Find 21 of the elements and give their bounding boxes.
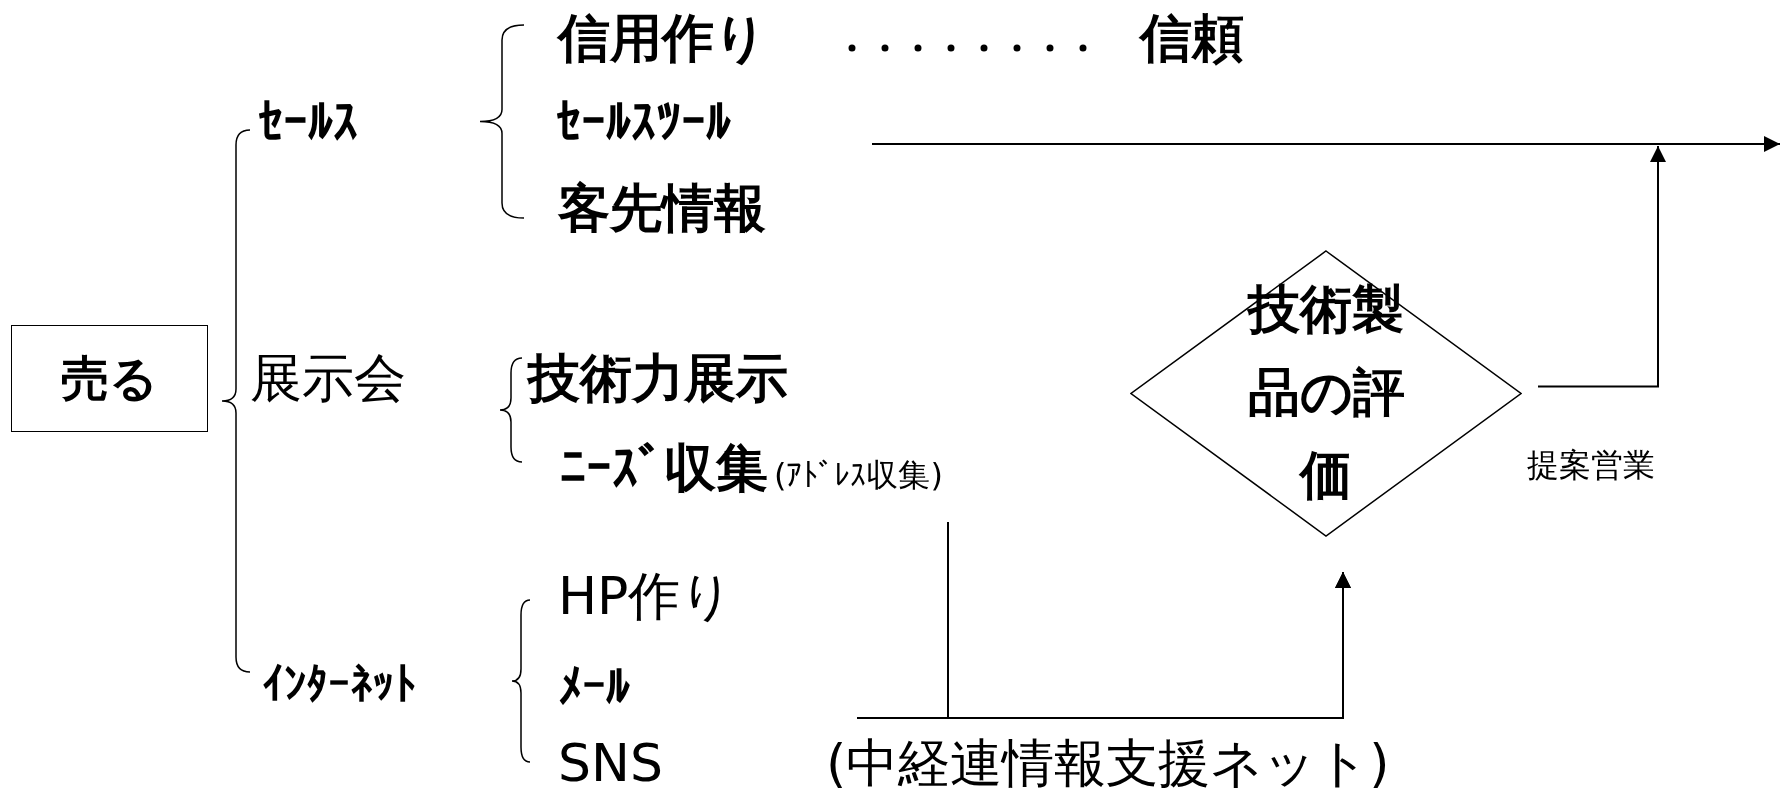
arrow [871,136,1781,152]
node-text: ﾒｰﾙ [558,658,630,714]
edge-label: 提案営業 [1527,448,1655,484]
node-text: SNS [558,733,663,793]
node-text: ｾｰﾙｽﾂｰﾙ [556,93,731,151]
side-note: (ｱﾄﾞﾚｽ収集) [774,456,943,494]
process-box [11,325,208,432]
node-text: 技術製品の評価 [1245,278,1406,508]
node-text: ｾｰﾙｽ [258,93,358,151]
node-text: (中経連情報支援ネット) [826,733,1390,793]
node-text: ﾆｰｽﾞ収集 [560,438,768,498]
arrow [1537,145,1666,388]
node-text: 信頼 [1140,8,1244,68]
node-text: 展示会 [250,348,406,408]
node-text: HP作り [558,566,734,626]
node-text: 技術力展示 [528,348,788,408]
node-text: 売る [61,348,158,408]
arrow [856,571,1351,719]
node-text: 客先情報 [558,178,766,238]
node-text: ｲﾝﾀｰﾈｯﾄ [262,658,416,709]
node-text: 信用作り [558,8,767,68]
